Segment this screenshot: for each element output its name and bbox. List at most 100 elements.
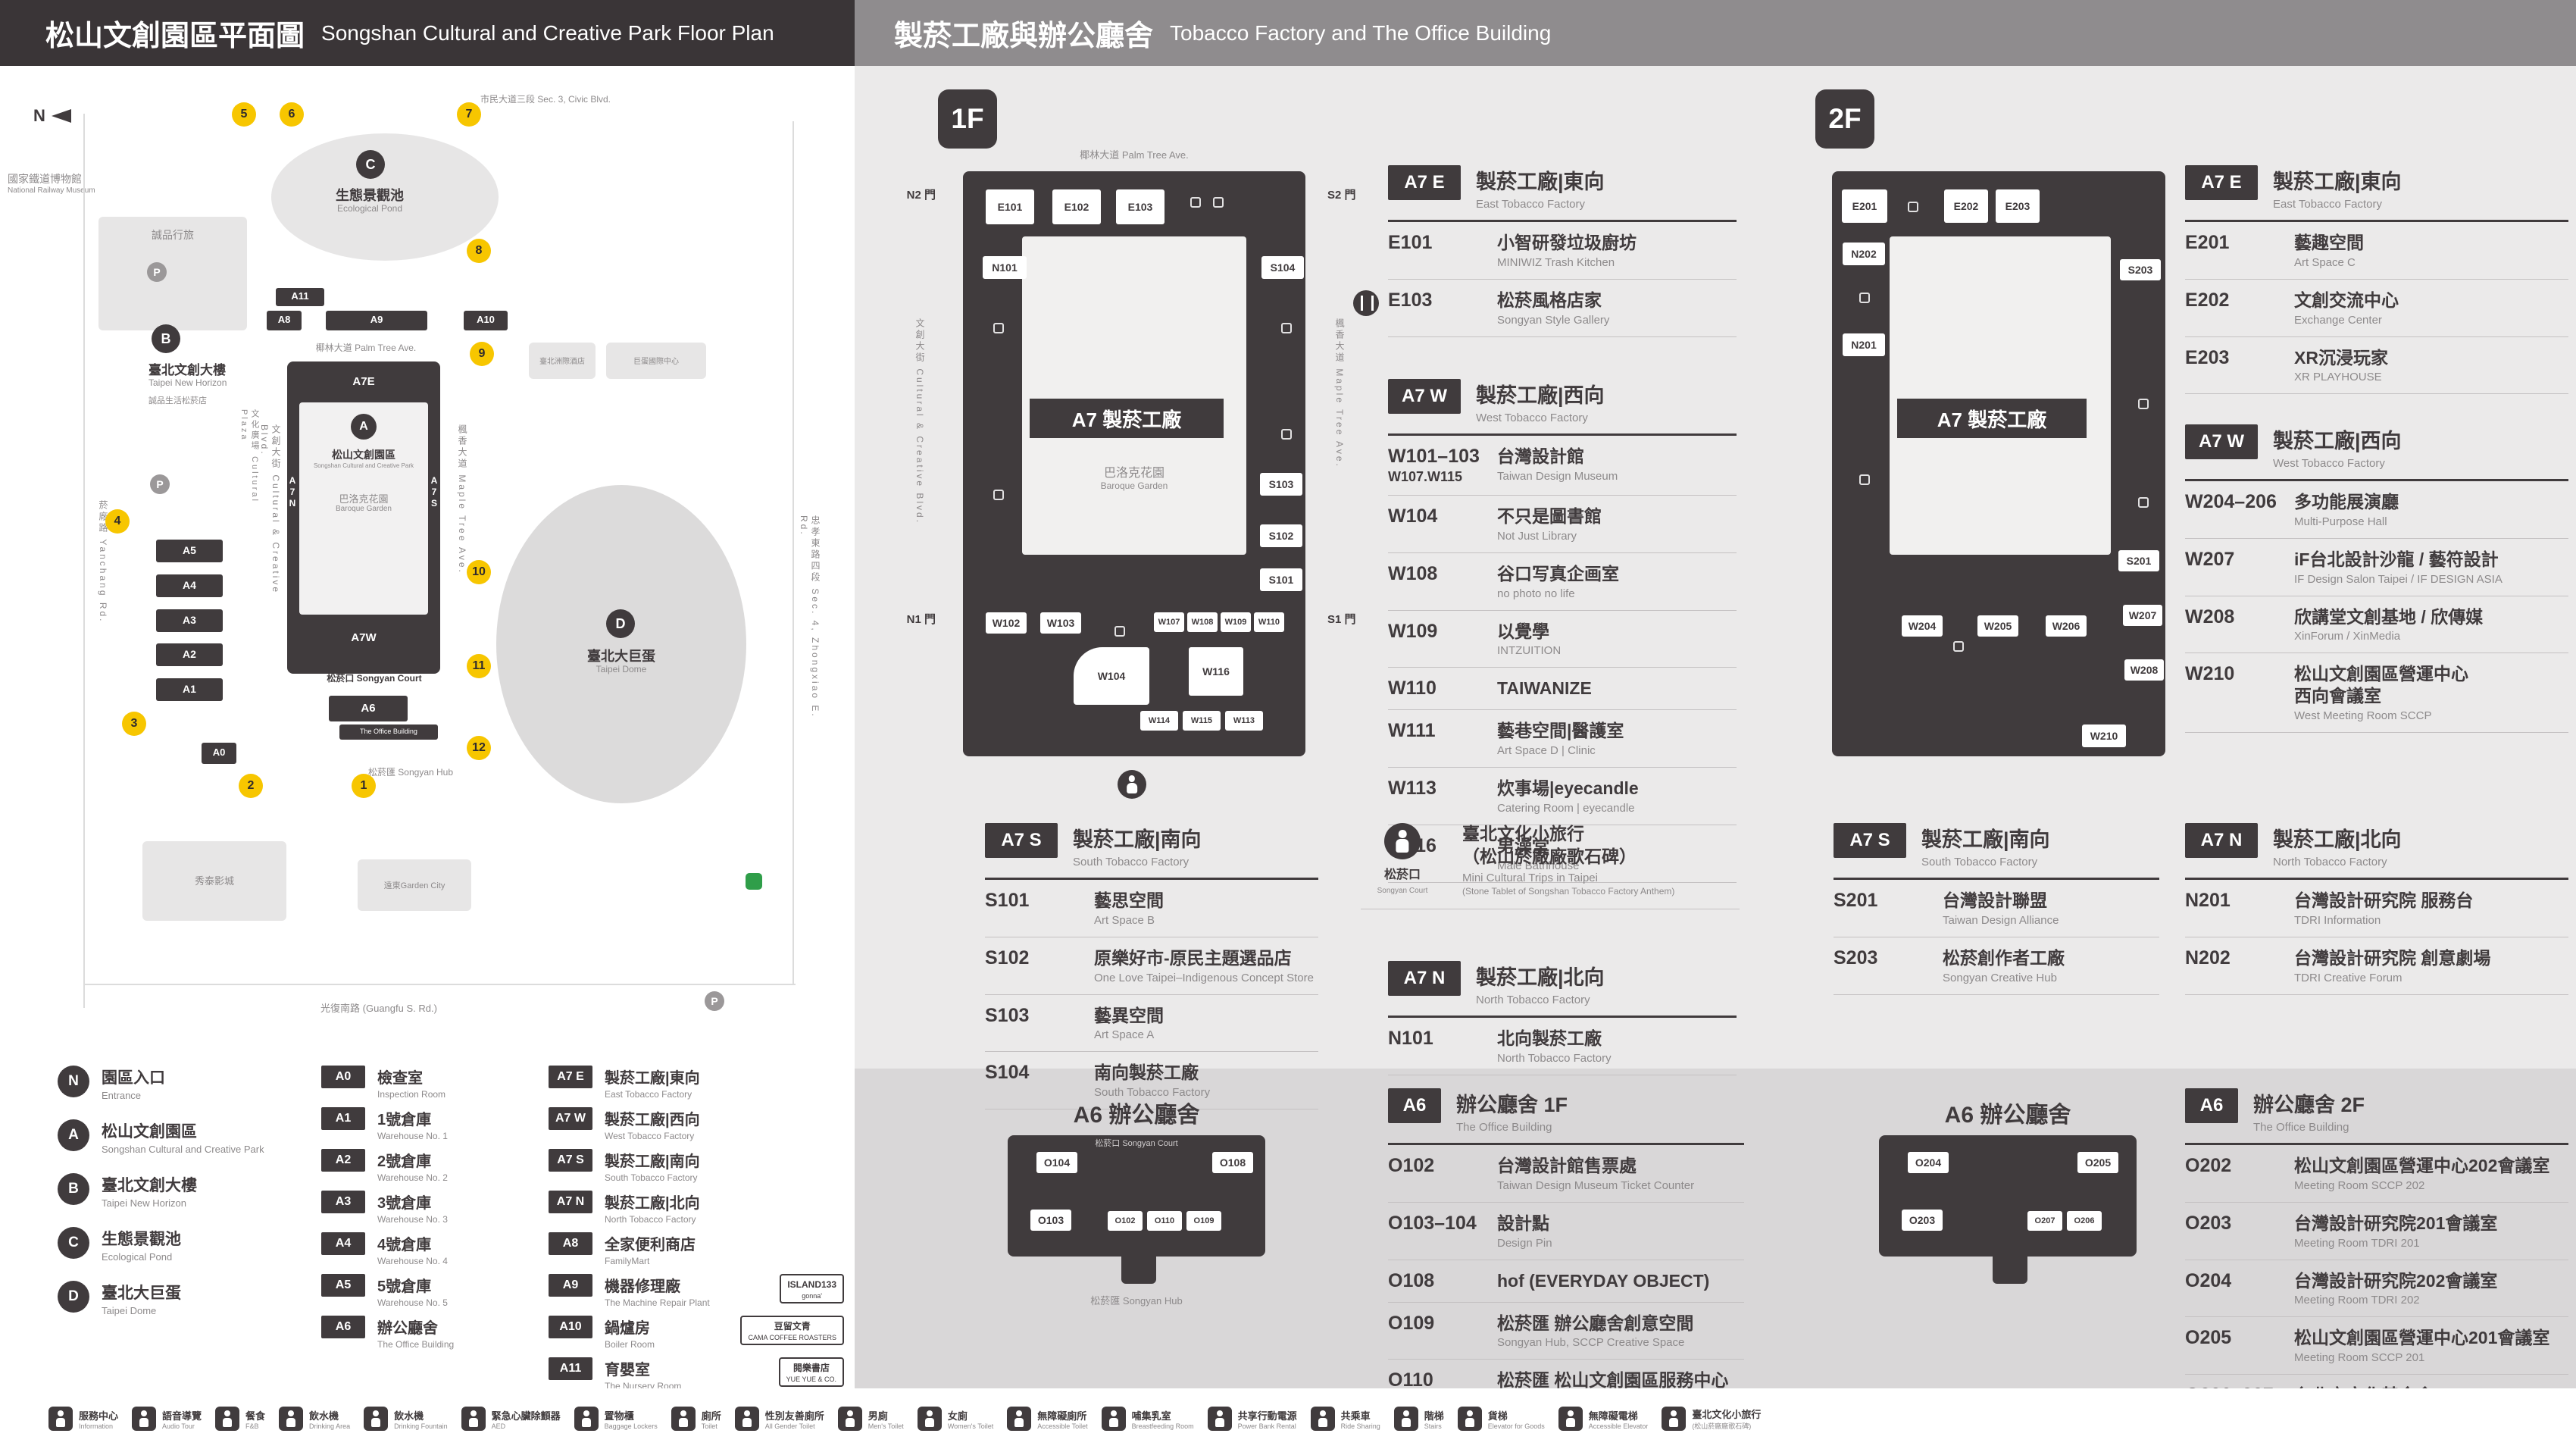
tenant-tag: 豆留文青 CAMA COFFEE ROASTERS [740, 1316, 844, 1345]
fnb-icon [1353, 289, 1379, 316]
legend-room-zh: 製菸工廠|北向 [605, 1195, 700, 1212]
facility-legend-zh: 共乘車 [1340, 1410, 1371, 1422]
room-en: TDRI Information [2294, 913, 2381, 927]
room-row: N202 台灣設計研究院 創意劇場 TDRI Creative Forum [2185, 937, 2568, 995]
facility-icon [2138, 497, 2149, 508]
facility-legend-zh: 貨梯 [1487, 1410, 1508, 1422]
room-zh: 多功能展演廳 [2294, 492, 2399, 512]
header-left: 松山文創園區平面圖 Songshan Cultural and Creative… [0, 0, 855, 66]
legend-room-row: A0 檢查室 Inspection Room [321, 1066, 454, 1100]
entrance-marker-5: 5 [232, 102, 256, 127]
pond-label-zh: 生態景觀池 [336, 188, 404, 203]
header-right: 製菸工廠與辦公廳舍 Tobacco Factory and The Office… [855, 0, 2576, 66]
legend-room-code: A5 [321, 1274, 365, 1297]
room-row: O203 台灣設計研究院201會議室 Meeting Room TDRI 201 [2185, 1203, 2568, 1260]
room-en: Exchange Center [2294, 313, 2382, 327]
room-e102: E102 [1052, 189, 1101, 224]
maple-ave-label: 楓香大道 Maple Tree Ave. [457, 424, 467, 574]
room-en: South Tobacco Factory [1094, 1086, 1211, 1099]
guangfu-rd-label: 光復南路 (Guangfu S. Rd.) [320, 1003, 437, 1014]
new-horizon-label-en: Taipei New Horizon [148, 377, 227, 388]
room-e103: E103 [1116, 189, 1165, 224]
legend-room-code: A9 [549, 1274, 592, 1297]
legend-area-row: N 園區入口 Entrance [58, 1066, 264, 1101]
legend-area-marker: N [58, 1066, 89, 1097]
section-2f-a7e: A7 E 製菸工廠|東向 East Tobacco Factory E201 藝… [2185, 165, 2568, 395]
facility-legend-icon [461, 1407, 486, 1431]
section-2f-a7n: A7 N 製菸工廠|北向 North Tobacco Factory N201 … [2185, 823, 2568, 995]
parking-icon: P [147, 262, 167, 282]
section-title-en: North Tobacco Factory [2273, 856, 2387, 868]
room-row: W207 iF台北設計沙龍 / 藝符設計 IF Design Salon Tai… [2185, 539, 2568, 596]
room-zh: iF台北設計沙龍 / 藝符設計 [2294, 549, 2499, 569]
facility-legend-zh: 男廁 [868, 1410, 888, 1422]
room-en: Songyan Style Gallery [1497, 313, 1610, 327]
room-row: N201 台灣設計研究院 服務台 TDRI Information [2185, 880, 2568, 937]
room-zh: 松菸風格店家 [1497, 289, 1602, 310]
room-en: Male Bathhouse [1497, 859, 1580, 872]
room-row: O204 台灣設計研究院202會議室 Meeting Room TDRI 202 [2185, 1260, 2568, 1318]
facility-legend-en: Accessible Toilet [1037, 1422, 1088, 1430]
legend-area-zh: 臺北大巨蛋 [102, 1285, 181, 1302]
facility-legend-icon [364, 1407, 389, 1431]
legend-room-en: The Machine Repair Plant [605, 1297, 710, 1308]
room-row: W110 TAIWANIZE [1388, 668, 1737, 711]
room-code: N201 [2185, 890, 2231, 911]
legend-room-row: A3 3號倉庫 Warehouse No. 3 [321, 1191, 454, 1225]
civic-blvd-label: 市民大道三段 Sec. 3, Civic Blvd. [480, 94, 611, 105]
section-title-en: The Office Building [1456, 1121, 1552, 1134]
facility-legend-zh: 置物櫃 [604, 1410, 634, 1422]
facility-legend-en: Information [79, 1422, 114, 1430]
room-zh: 台灣設計館 [1497, 446, 1584, 466]
facility-legend-item: 男廁 Men's Toilet [837, 1407, 904, 1431]
a6-2f-building: O204 O205 O203 O207 O206 [1879, 1135, 2137, 1257]
legend-room-zh: 4號倉庫 [377, 1237, 432, 1253]
facility-legend-en: Toilet [701, 1422, 717, 1430]
room-s103: S103 [1260, 473, 1302, 496]
room-zh: 台灣設計研究院 服務台 [2294, 890, 2474, 910]
section-badge: A6 [1388, 1088, 1441, 1123]
cultural-plaza-label: 文化廣場 Cultural Plaza [239, 409, 259, 503]
section-1f-a7w: A7 W 製菸工廠|西向 West Tobacco Factory W101–1… [1388, 379, 1737, 883]
room-zh: 台灣設計館售票處 [1497, 1156, 1637, 1175]
room-row: W210 松山文創園區營運中心 西向會議室 West Meeting Room … [2185, 653, 2568, 733]
songyan-hub-label: 松菸匯 Songyan Hub [367, 767, 454, 778]
facility-icon [1953, 641, 1964, 652]
cc-blvd-label: 文創大街 Cultural & Creative Blvd. [259, 424, 281, 595]
dome-label-zh: 臺北大巨蛋 [587, 649, 655, 664]
facility-legend-item: 服務中心 Information [48, 1407, 118, 1431]
songyan-court-icon [1118, 770, 1146, 799]
tenant-tag-line2: gonna' [802, 1292, 823, 1300]
marker-c: C [356, 150, 385, 179]
facility-legend-en: F&B [245, 1422, 259, 1430]
building-a10: A10 [477, 314, 495, 325]
entrance-marker-4: 4 [105, 509, 130, 534]
legend-room-zh: 檢查室 [377, 1070, 423, 1087]
section-a6-1f: A6 辦公廳舍 1F The Office Building O102 台灣設計… [1388, 1088, 1744, 1417]
facility-legend-item: 無障礙廁所 Accessible Toilet [1007, 1407, 1088, 1431]
gate-s2: S2 門 [1327, 189, 1356, 202]
facility-legend-en: AED [491, 1422, 506, 1430]
section-badge: A7 W [1388, 379, 1461, 414]
room-code: O108 [1388, 1269, 1435, 1291]
plan-1f-courtyard [1022, 236, 1246, 555]
room-w210: W210 [2082, 724, 2126, 747]
north-compass: N [33, 106, 71, 126]
facility-icon [1859, 474, 1870, 485]
legend-room-code: A7 N [549, 1191, 592, 1213]
room-code2: W107.W115 [1388, 469, 1463, 484]
room-code: W111 [1388, 720, 1436, 742]
room-code: S103 [985, 1004, 1030, 1026]
facility-icon [1859, 293, 1870, 303]
legend-room-zh: 5號倉庫 [377, 1278, 432, 1295]
zhongxiao-rd-label: 忠孝東路四段 Sec. 4, Zhongxiao E. Rd. [799, 515, 821, 718]
legend-room-en: North Tobacco Factory [605, 1214, 696, 1225]
facility-legend-zh: 階梯 [1424, 1410, 1444, 1422]
room-code: O202 [2185, 1155, 2232, 1176]
plan-1f-building: A7 製菸工廠 巴洛克花園 Baroque Garden E101 E102 E… [963, 171, 1305, 756]
facility-legend-en: (松山菸廠廠歌石碑) [1692, 1422, 1752, 1430]
facility-legend-zh: 無障礙電梯 [1588, 1410, 1638, 1422]
room-en: MINIWIZ Trash Kitchen [1497, 255, 1615, 269]
room-s101: S101 [1260, 568, 1302, 591]
room-zh: 台灣設計研究院201會議室 [2294, 1213, 2498, 1233]
